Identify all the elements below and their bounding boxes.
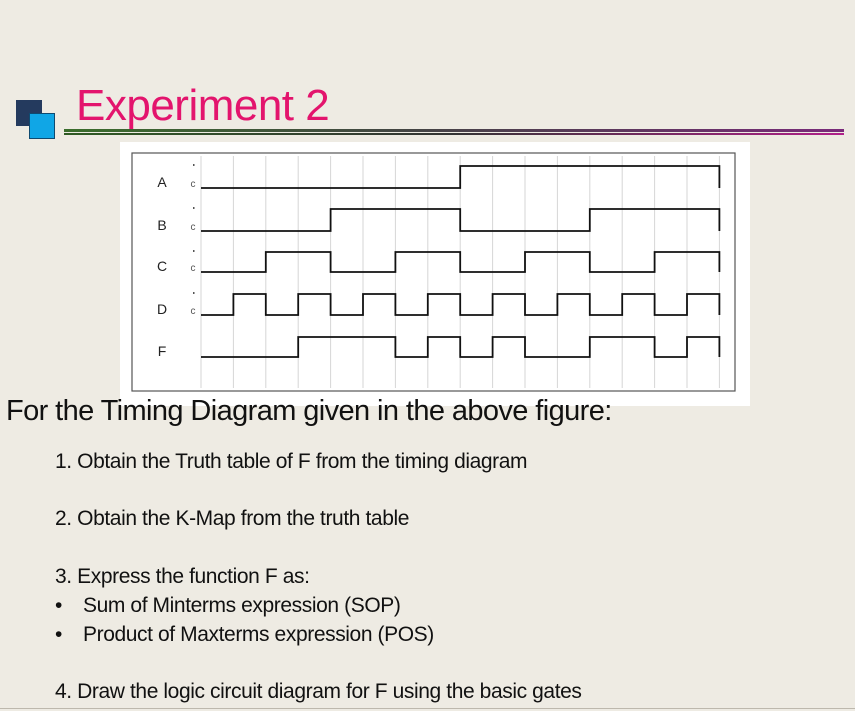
bullet-dot: • [55, 594, 62, 617]
waveform-B [201, 208, 721, 232]
step-2: 2. Obtain the K-Map from the truth table [55, 507, 410, 530]
title-underline [64, 129, 844, 135]
waveform-C [201, 251, 721, 273]
page-title: Experiment 2 [76, 81, 330, 130]
step-1: 1. Obtain the Truth table of F from the … [55, 450, 528, 473]
bullet-pos: • Product of Maxterms expression (POS) [55, 623, 434, 647]
instructions-lead: For the Timing Diagram given in the abov… [6, 395, 612, 427]
signal-marker: c [191, 306, 196, 317]
signal-tick [193, 164, 195, 166]
logo-square-light [29, 113, 55, 139]
bullet-sop: • Sum of Minterms expression (SOP) [55, 594, 401, 618]
signal-tick [193, 250, 195, 252]
signal-label-F: F [158, 343, 167, 359]
signal-label-C: C [157, 258, 167, 274]
signal-label-A: A [157, 174, 167, 190]
waveform-A [201, 165, 721, 189]
step-3: 3. Express the function F as: [55, 565, 310, 588]
logo-icon [16, 100, 60, 144]
slide-bottom-border [0, 708, 855, 709]
signal-tick [193, 207, 195, 209]
signal-marker: c [191, 222, 196, 233]
signal-tick [193, 292, 195, 294]
signal-label-D: D [157, 301, 167, 317]
signal-label-B: B [157, 217, 166, 233]
bullet-dot: • [55, 623, 62, 646]
bullet-pos-text: Product of Maxterms expression (POS) [83, 623, 434, 646]
signal-marker: c [191, 179, 196, 190]
step-4: 4. Draw the logic circuit diagram for F … [55, 680, 582, 703]
signal-marker: c [191, 263, 196, 274]
bullet-sop-text: Sum of Minterms expression (SOP) [83, 594, 401, 617]
waveform-D [201, 293, 721, 316]
diagram-frame [131, 152, 736, 392]
waveform-F [201, 336, 721, 358]
